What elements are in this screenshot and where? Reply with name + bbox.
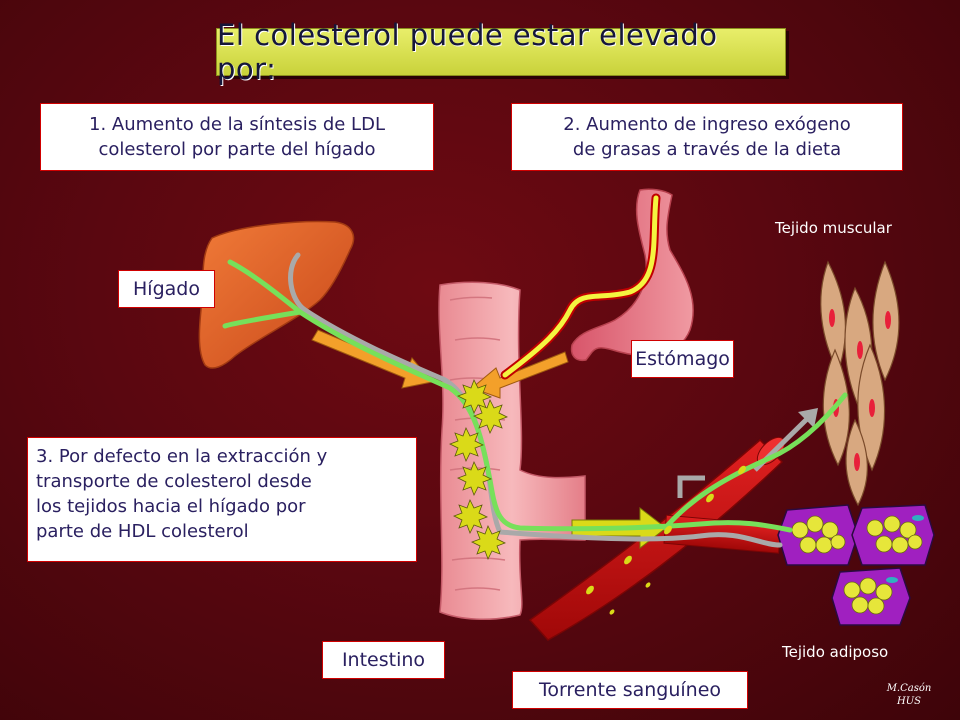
cause-3-line-1: 3. Por defecto en la extracción y	[36, 446, 328, 467]
bloodstream-label: Torrente sanguíneo	[512, 671, 748, 709]
cause-1-line-1: 1. Aumento de la síntesis de LDL	[89, 114, 385, 135]
intestine-fat-particles	[449, 379, 508, 560]
cause-2-line-1: 2. Aumento de ingreso exógeno	[563, 114, 851, 135]
cause-3-box: 3. Por defecto en la extracción y transp…	[27, 437, 417, 562]
signature-line-1: M.Casón	[886, 683, 932, 694]
fat-cells	[777, 504, 935, 626]
cause-2-box: 2. Aumento de ingreso exógeno de grasas …	[511, 103, 903, 171]
ldl-green-path	[222, 259, 793, 533]
signature-line-2: HUS	[897, 696, 921, 707]
cause-2-line-2: de grasas a través de la dieta	[572, 139, 842, 160]
page-title: El colesterol puede estar elevado por:	[216, 18, 786, 86]
adipose-tissue-label: Tejido adiposo	[782, 643, 889, 661]
vessel-particles	[586, 465, 746, 615]
author-signature: M.Casón HUS	[884, 682, 934, 708]
cause-3-line-3: los tejidos hacia el hígado por	[36, 496, 306, 517]
stomach-label: Estómago	[631, 340, 734, 378]
cause-3-line-2: transporte de colesterol desde	[36, 471, 312, 492]
stomach-to-intestine-arrow	[471, 351, 569, 399]
intestine-label: Intestino	[322, 641, 445, 679]
muscle-tissue-label: Tejido muscular	[775, 219, 892, 237]
liver-label: Hígado	[118, 270, 215, 308]
liver-to-intestine-arrow	[311, 329, 433, 389]
stomach-shape	[570, 188, 694, 362]
cause-1-box: 1. Aumento de la síntesis de LDL coleste…	[40, 103, 434, 171]
cause-3-line-4: parte de HDL colesterol	[36, 521, 249, 542]
cause-1-line-2: colesterol por parte del hígado	[98, 139, 376, 160]
muscle-cells	[820, 260, 900, 507]
